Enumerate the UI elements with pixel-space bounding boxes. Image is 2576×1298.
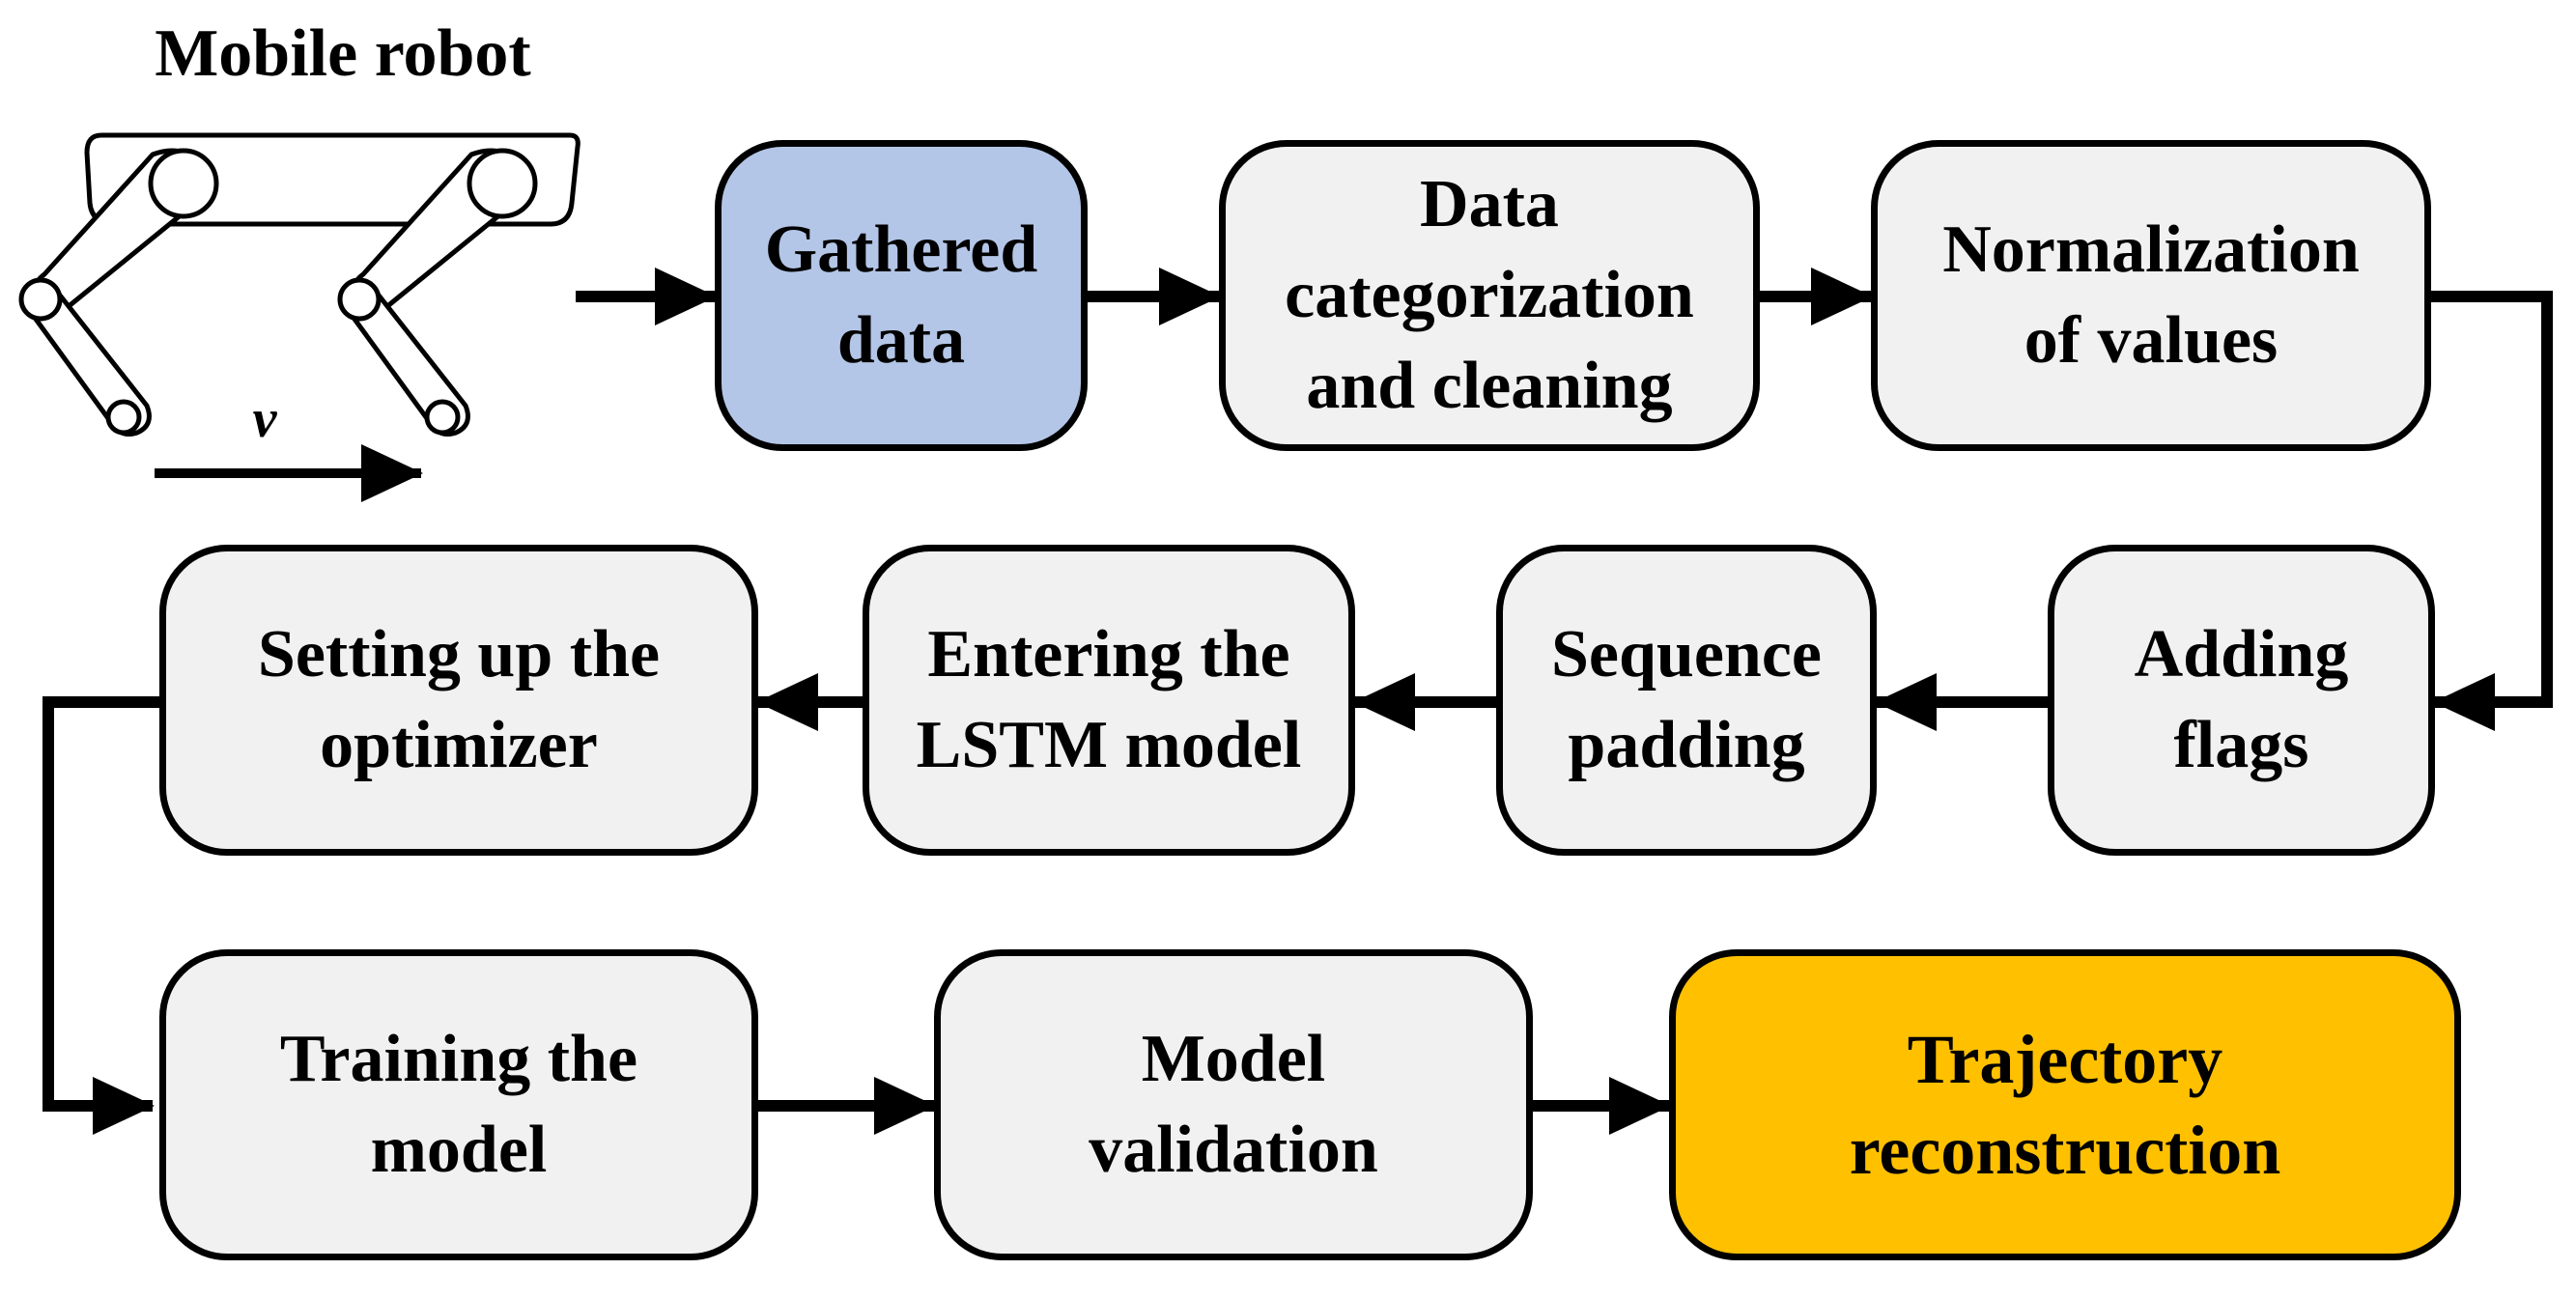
step-gathered-data: Gathered data — [715, 140, 1088, 451]
step-validation: Model validation — [934, 949, 1533, 1260]
step-training: Training the model — [159, 949, 758, 1260]
step-adding-flags: Adding flags — [2048, 545, 2435, 856]
step-data-categorization: Data categorization and cleaning — [1219, 140, 1760, 451]
step-entering-lstm: Entering the LSTM model — [863, 545, 1355, 856]
step-sequence-padding: Sequence padding — [1496, 545, 1877, 856]
arrow-normalization-to-flags — [2431, 291, 2553, 731]
robot-title: Mobile robot — [155, 16, 531, 91]
velocity-label: v — [252, 389, 277, 449]
arrow-optimizer-to-training — [42, 696, 159, 1135]
step-normalization: Normalization of values — [1871, 140, 2431, 451]
step-optimizer-setup: Setting up the optimizer — [159, 545, 758, 856]
step-trajectory-reconstruction: Trajectory reconstruction — [1669, 949, 2461, 1260]
